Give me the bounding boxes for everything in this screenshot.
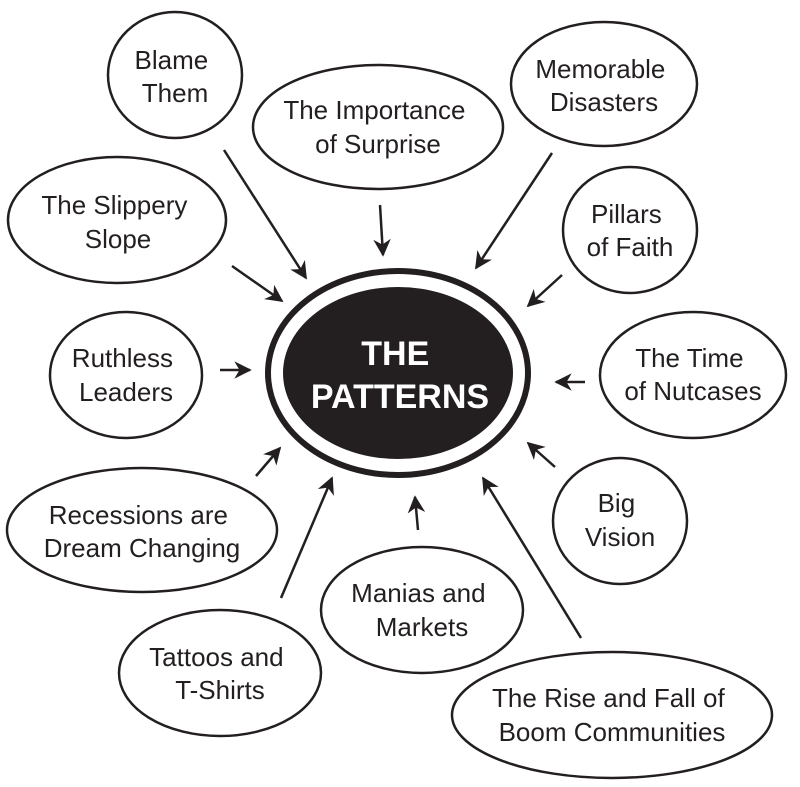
node-blame-them[interactable]: Blame Them (106, 10, 244, 140)
edge-layer (220, 149, 585, 639)
node-shape (48, 310, 204, 440)
center-hub[interactable]: THE PATTERNS (265, 268, 531, 478)
center-label-line-2: PATTERNS (311, 378, 489, 416)
node-label-line: Tattoos and (149, 642, 283, 672)
node-importance-of-surprise[interactable]: The Importance of Surprise (251, 63, 505, 191)
arrow-big-vision (526, 441, 556, 468)
node-shape (117, 608, 323, 738)
node-label-line: Leaders (79, 377, 173, 407)
arrow-slippery-slope (231, 264, 284, 303)
node-shape (450, 650, 774, 780)
node-label-line: Vision (585, 522, 655, 552)
node-label-line: of Faith (587, 232, 674, 262)
node-label-line: of Nutcases (624, 376, 761, 406)
node-label-line: Dream Changing (44, 533, 241, 563)
node-label-line: The Importance (283, 95, 465, 125)
arrow-manias-and-markets (407, 495, 426, 531)
node-slippery-slope[interactable]: The Slippery Slope (6, 155, 228, 285)
node-label-line: T-Shirts (175, 675, 265, 705)
center-fill (283, 287, 513, 459)
arrow-boom-communities (481, 476, 583, 639)
node-shape (106, 10, 244, 140)
node-shape (598, 310, 788, 440)
node-label-line: The Time (635, 343, 743, 373)
node-label-line: Boom Communities (499, 717, 726, 747)
svg-text:Memorable Disasters: Memorable Disasters (535, 54, 672, 117)
node-shape (509, 20, 699, 148)
arrow-memorable-disasters (474, 152, 554, 270)
node-shape (561, 165, 699, 295)
svg-text:THE PATTERNS: THE PATTERNS (311, 335, 489, 416)
svg-text:The Rise and Fall of Boo: The Rise and Fall of Boom Communities (492, 683, 732, 747)
node-label-line: Markets (376, 612, 468, 642)
node-label-line: of Surprise (315, 129, 441, 159)
node-ruthless-leaders[interactable]: Ruthless Leaders (48, 310, 204, 440)
svg-text:Pillars of Faith: Pillars of Faith (587, 199, 674, 262)
svg-text:Ruthless Leaders: Ruthless Leaders (72, 343, 180, 407)
node-label-line: The Slippery (41, 190, 187, 220)
node-tattoos-and-tshirts[interactable]: Tattoos and T-Shirts (117, 608, 323, 738)
node-shape (5, 466, 279, 594)
svg-text:Manias and Markets: Manias and Markets (351, 578, 493, 642)
arrow-pillars-of-faith (526, 274, 563, 308)
node-manias-and-markets[interactable]: Manias and Markets (319, 545, 525, 675)
node-shape (551, 456, 689, 586)
svg-text:The Time of Nutcases: The Time of Nutcases (624, 343, 761, 406)
node-label-line: The Rise and Fall of (492, 683, 725, 713)
node-shape (251, 63, 505, 191)
node-recessions[interactable]: Recessions are Dream Changing (5, 466, 279, 594)
arrow-recessions (255, 446, 282, 477)
node-label-line: Manias and (351, 578, 485, 608)
arrow-blame-them (222, 149, 308, 280)
node-label-line: Recessions are (49, 500, 228, 530)
node-label-line: Big (598, 488, 636, 518)
node-big-vision[interactable]: Big Vision (551, 456, 689, 586)
node-label-line: Blame (135, 45, 209, 75)
node-label-line: Pillars (591, 199, 662, 229)
node-shape (6, 155, 228, 285)
node-label-line: Them (142, 78, 208, 108)
node-shape (319, 545, 525, 675)
svg-text:Recessions are Dream Cha: Recessions are Dream Changing (44, 500, 241, 563)
node-label-line: Disasters (550, 87, 658, 117)
svg-text:Tattoos and T-Shirts: Tattoos and T-Shirts (149, 642, 291, 705)
svg-text:Big Vision: Big Vision (585, 488, 655, 552)
svg-text:The Importance of Surpri: The Importance of Surprise (283, 95, 472, 159)
center-outer-ring (265, 268, 531, 478)
svg-text:The Slippery Slope: The Slippery Slope (41, 190, 194, 254)
arrow-tattoos-and-tshirts (279, 476, 334, 599)
center-label-line-1: THE (361, 335, 429, 373)
node-pillars-of-faith[interactable]: Pillars of Faith (561, 165, 699, 295)
svg-text:Blame Them: Blame Them (135, 45, 216, 108)
arrow-importance-of-surprise (373, 204, 391, 257)
node-time-of-nutcases[interactable]: The Time of Nutcases (598, 310, 788, 440)
node-boom-communities[interactable]: The Rise and Fall of Boom Communities (450, 650, 774, 780)
node-memorable-disasters[interactable]: Memorable Disasters (509, 20, 699, 148)
node-label-line: Slope (85, 224, 152, 254)
node-label-line: Ruthless (72, 343, 173, 373)
node-label-line: Memorable (535, 54, 665, 84)
